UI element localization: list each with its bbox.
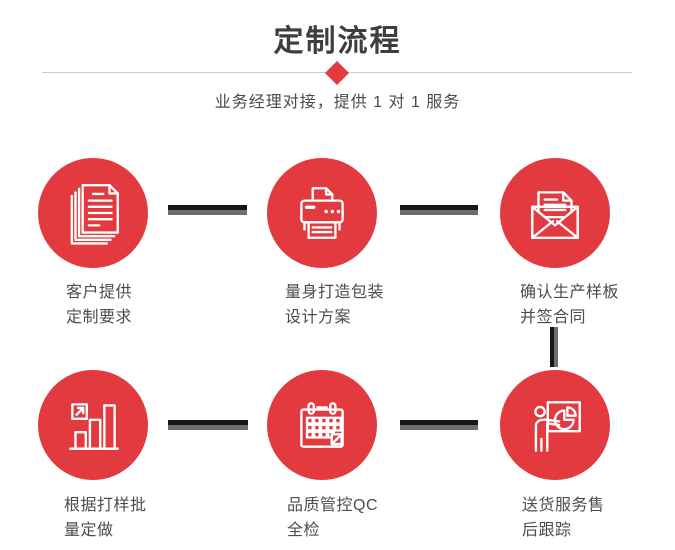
- stage-label-5: 品质管控QC 全检: [287, 497, 379, 539]
- stage-circle-1: [38, 158, 148, 268]
- divider-line: [42, 60, 632, 86]
- documents-icon: [70, 183, 119, 245]
- diamond-icon: [324, 60, 350, 86]
- printer-icon: [300, 187, 344, 239]
- stage-circle-2: [267, 158, 377, 268]
- connector-h-2: [400, 205, 478, 215]
- calendar-icon: [300, 402, 344, 448]
- stage-circle-5: [267, 370, 377, 480]
- page-subtitle: 业务经理对接，提供 1 对 1 服务: [214, 94, 461, 111]
- presenter-icon: [534, 401, 581, 452]
- bar-chart-icon: [69, 403, 119, 450]
- stage-label-6: 送货服务售 后跟踪: [522, 497, 605, 539]
- connector-h-3: [168, 420, 248, 430]
- page-title: 定制流程: [273, 25, 402, 58]
- connector-v-1: [550, 327, 558, 367]
- envelope-icon: [531, 191, 579, 239]
- stage-circle-3: [500, 158, 610, 268]
- stage-label-3: 确认生产样板 并签合同: [520, 284, 620, 326]
- stage-circle-4: [38, 370, 148, 480]
- stage-label-2: 量身打造包装 设计方案: [285, 284, 385, 326]
- connector-h-1: [168, 205, 247, 215]
- stage-circle-6: [500, 370, 610, 480]
- stage-label-1: 客户提供 定制要求: [66, 284, 133, 326]
- stage-label-4: 根据打样批 量定做: [64, 497, 147, 539]
- connector-h-4: [400, 420, 478, 430]
